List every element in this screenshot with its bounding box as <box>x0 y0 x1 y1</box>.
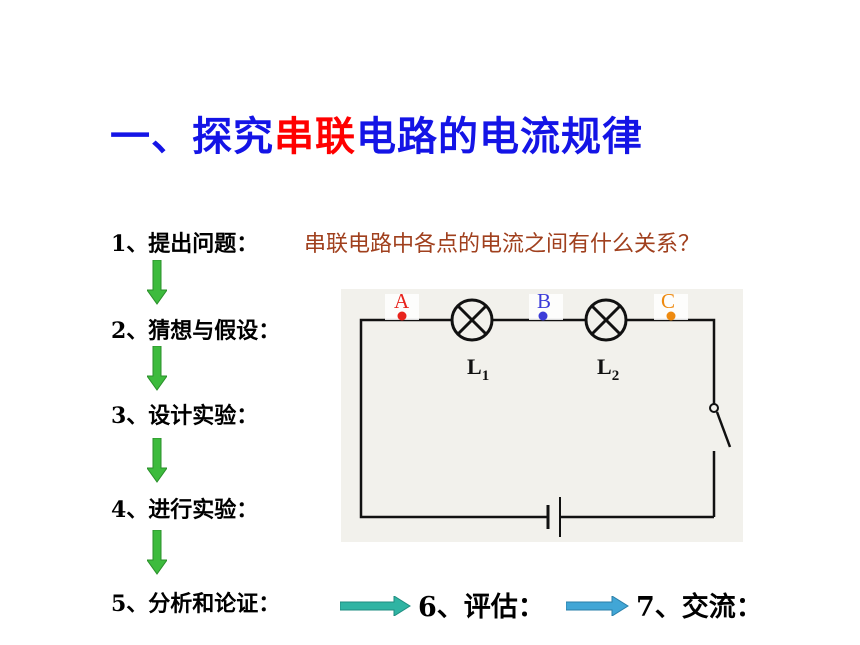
title-part-2: 串联 <box>274 114 356 160</box>
down-arrow-2 <box>147 346 167 391</box>
right-arrow-1 <box>340 596 411 616</box>
down-arrow-4 <box>147 530 167 575</box>
lamp-2-letter: L <box>597 354 612 379</box>
page-title: 一、探究串联电路的电流规律 <box>110 104 643 162</box>
lamp-1-label: L1 <box>467 354 489 384</box>
circuit-svg: A B C L1 L2 <box>359 289 732 537</box>
step-2: 2、猜想与假设： <box>111 318 281 344</box>
point-c-dot <box>666 311 676 321</box>
step-7: 7、交流： <box>636 592 763 623</box>
battery-icon <box>546 497 561 537</box>
point-a-label: A <box>394 289 410 313</box>
lamp-2-subscript: 2 <box>612 368 620 384</box>
step-4: 4、进行实验： <box>111 497 259 523</box>
down-arrow-1 <box>147 260 167 305</box>
question-text: 串联电路中各点的电流之间有什么关系？ <box>304 232 701 257</box>
step-5: 5、分析和论证： <box>111 591 281 617</box>
point-c-label: C <box>661 289 675 313</box>
circuit-diagram: A B C L1 L2 <box>341 289 743 542</box>
circuit-wires <box>359 318 716 519</box>
right-arrow-2 <box>566 596 629 616</box>
step-3: 3、设计实验： <box>111 403 259 429</box>
title-part-1: 一、探究 <box>110 114 274 160</box>
lamp-2-label: L2 <box>597 354 619 384</box>
lamp-1-subscript: 1 <box>482 368 490 384</box>
lamp-2-icon <box>584 298 628 342</box>
lamp-1-letter: L <box>467 354 482 379</box>
point-b-dot <box>538 311 548 321</box>
title-part-3: 电路的电流规律 <box>356 114 643 160</box>
down-arrow-3 <box>147 438 167 483</box>
point-b-label: B <box>537 289 551 313</box>
point-a-dot <box>397 311 407 321</box>
step-1: 1、提出问题： <box>111 231 259 257</box>
lamp-1-icon <box>450 298 494 342</box>
switch-icon <box>709 403 732 448</box>
step-6: 6、评估： <box>418 592 545 623</box>
